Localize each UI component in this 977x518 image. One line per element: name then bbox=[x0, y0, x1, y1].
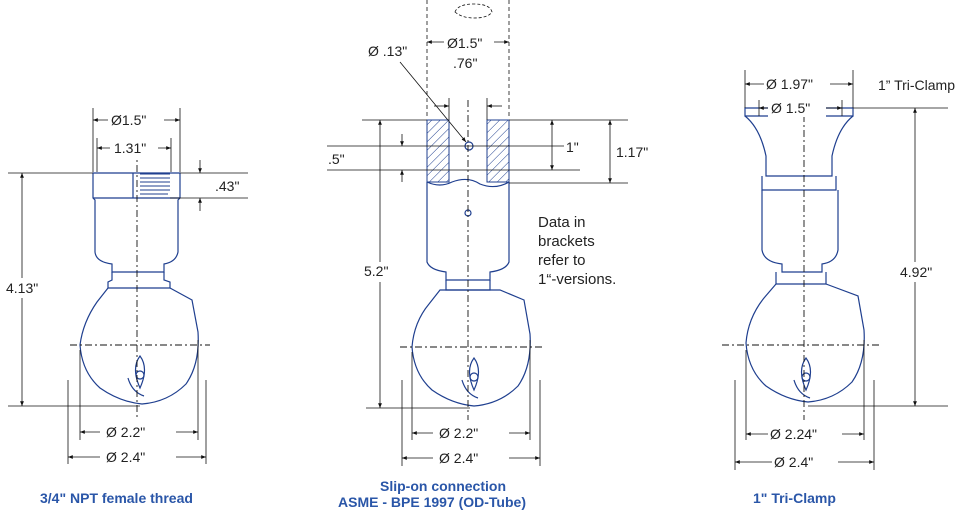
middle-d-bore-label: .76" bbox=[453, 55, 477, 71]
middle-note-line-2: brackets bbox=[538, 233, 595, 250]
right-d-clamp-label: Ø 1.97" bbox=[766, 76, 813, 92]
middle-d-hole-label: Ø .13" bbox=[368, 43, 407, 59]
left-view: Ø1.5" 1.31" .43" 4.13" Ø 2.2" Ø 2.4" 3/4… bbox=[4, 108, 248, 506]
left-d-inner-label: Ø 2.2" bbox=[106, 424, 145, 440]
middle-depth2-label: 1.17" bbox=[616, 144, 648, 160]
middle-d-tube-label: Ø1.5" bbox=[447, 35, 482, 51]
right-clamp-label: 1” Tri-Clamp bbox=[878, 77, 955, 93]
middle-hole-pos-label: .5" bbox=[328, 151, 345, 167]
middle-note-line-1: Data in bbox=[538, 214, 586, 231]
middle-caption-line-2: ASME - BPE 1997 (OD-Tube) bbox=[338, 494, 526, 510]
right-body-outline bbox=[744, 107, 865, 403]
middle-depth1-label: 1" bbox=[566, 139, 579, 155]
right-d-inner-clamp-label: Ø 1.5" bbox=[771, 100, 810, 116]
middle-note-line-3: refer to bbox=[538, 252, 586, 269]
left-thread-depth-label: .43" bbox=[215, 178, 239, 194]
middle-body-outline bbox=[411, 141, 531, 407]
left-caption: 3/4" NPT female thread bbox=[40, 490, 193, 506]
middle-note: Data in brackets refer to 1“-versions. bbox=[538, 214, 616, 288]
middle-caption-line-1: Slip-on connection bbox=[380, 478, 506, 494]
middle-d-outer-label: Ø 2.4" bbox=[439, 450, 478, 466]
left-thread-hatch bbox=[140, 173, 170, 195]
middle-note-line-4: 1“-versions. bbox=[538, 271, 616, 288]
middle-tube-wall-left bbox=[426, 119, 450, 183]
right-caption: 1" Tri-Clamp bbox=[753, 490, 836, 506]
middle-height-label: 5.2" bbox=[364, 263, 388, 279]
left-d-thread-label: 1.31" bbox=[114, 140, 146, 156]
left-height-label: 4.13" bbox=[6, 280, 38, 296]
left-d-outer-label: Ø 2.4" bbox=[106, 449, 145, 465]
right-d-inner-label: Ø 2.24" bbox=[770, 426, 817, 442]
right-height-label: 4.92" bbox=[900, 264, 932, 280]
right-view: Ø 1.97" 1” Tri-Clamp Ø 1.5" 4.92" Ø 2.24… bbox=[722, 70, 955, 506]
middle-view: Ø .13" Ø1.5" .76" .5" 1" 1.17" bbox=[327, 0, 654, 510]
middle-tube-wall-right bbox=[486, 119, 510, 183]
left-body-outline bbox=[79, 172, 199, 405]
middle-pipe-dashed bbox=[426, 0, 510, 118]
middle-d-inner-label: Ø 2.2" bbox=[439, 425, 478, 441]
right-d-outer-label: Ø 2.4" bbox=[774, 454, 813, 470]
left-d-top-label: Ø1.5" bbox=[111, 112, 146, 128]
